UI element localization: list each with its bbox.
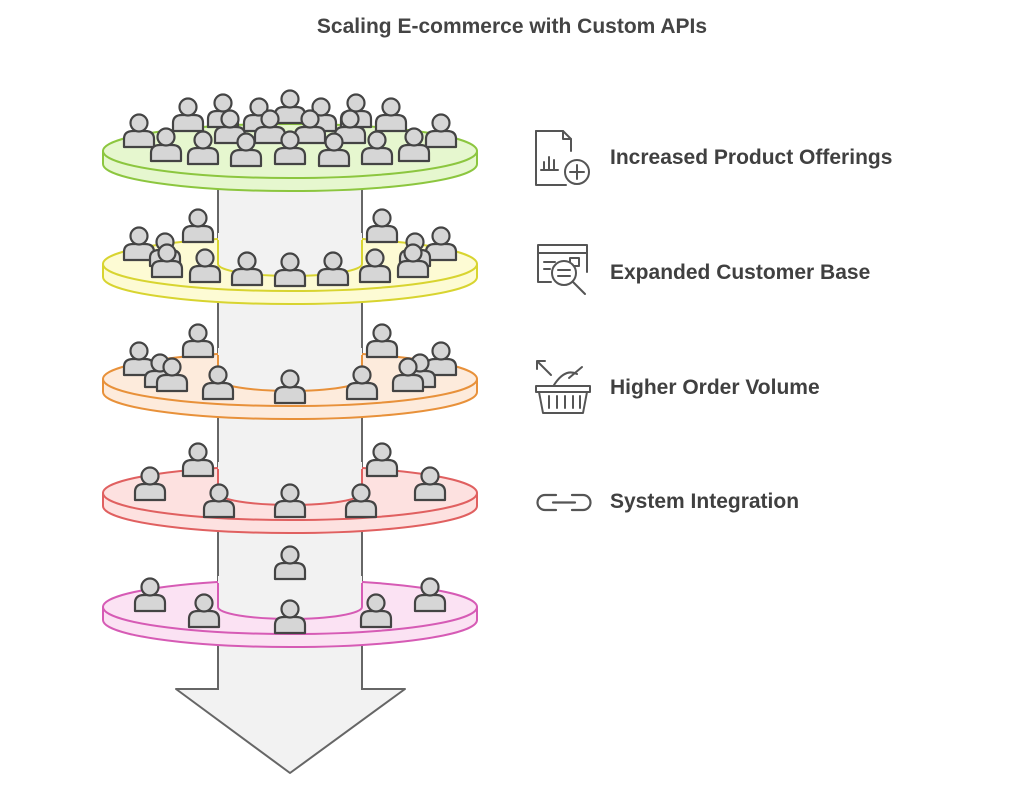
person-icon bbox=[171, 97, 205, 133]
person-icon bbox=[424, 341, 458, 377]
person-icon bbox=[122, 113, 156, 149]
diagram-title: Scaling E-commerce with Custom APIs bbox=[316, 15, 708, 38]
customer-search-icon bbox=[537, 244, 588, 295]
person-icon bbox=[365, 323, 399, 359]
person-icon bbox=[374, 97, 408, 133]
person-icon bbox=[413, 466, 447, 502]
arrow-head bbox=[175, 639, 406, 774]
link-chain-icon bbox=[536, 493, 592, 512]
person-icon bbox=[365, 208, 399, 244]
layer-icons bbox=[535, 130, 592, 512]
person-icon bbox=[424, 113, 458, 149]
layer-label-customer-base: Expanded Customer Base bbox=[610, 261, 871, 284]
person-icon bbox=[181, 208, 215, 244]
person-icon bbox=[133, 466, 167, 502]
tower-layer-3 bbox=[102, 323, 478, 420]
shopping-basket-icon bbox=[535, 360, 591, 414]
tower-layer-4 bbox=[102, 442, 478, 534]
tower-layer-5 bbox=[102, 545, 478, 648]
document-chart-plus-icon bbox=[535, 130, 590, 186]
person-icon bbox=[365, 442, 399, 478]
person-icon bbox=[181, 442, 215, 478]
person-icon bbox=[413, 577, 447, 613]
tower-layer-2 bbox=[102, 208, 478, 305]
person-icon bbox=[181, 323, 215, 359]
layer-label-order-volume: Higher Order Volume bbox=[610, 376, 820, 399]
layer-label-product-offerings: Increased Product Offerings bbox=[610, 146, 893, 169]
tower bbox=[102, 89, 478, 774]
layer-label-system-integration: System Integration bbox=[610, 490, 800, 513]
person-icon bbox=[122, 341, 156, 377]
tower-layer-1 bbox=[102, 89, 478, 192]
shaft-through bbox=[218, 576, 362, 619]
person-icon bbox=[133, 577, 167, 613]
